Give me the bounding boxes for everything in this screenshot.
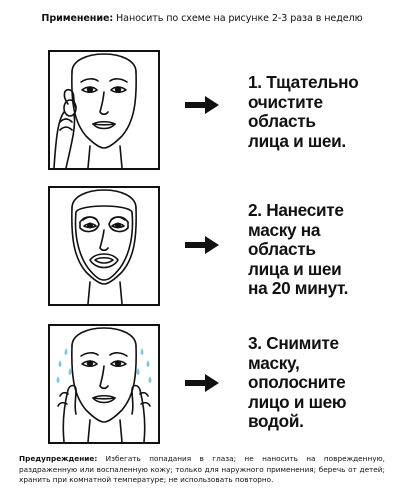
face-illustration-cleanse bbox=[48, 50, 160, 170]
usage-header: Применение: Наносить по схеме на рисунке… bbox=[0, 13, 404, 24]
step-1-line: 1. Тщательно bbox=[248, 72, 359, 92]
usage-text: Наносить по схеме на рисунке 2-3 раза в … bbox=[113, 13, 363, 24]
face-illustration-rinse bbox=[48, 324, 160, 444]
face-illustration-mask bbox=[48, 186, 160, 306]
step-1-text: 1. Тщательно очистите область лица и шеи… bbox=[248, 72, 359, 151]
warning-text: Предупреждение: Избегать попадания в гла… bbox=[19, 454, 385, 486]
step-3-line: ополосните bbox=[248, 372, 346, 392]
water-drops-icon bbox=[56, 348, 152, 383]
usage-label: Применение: bbox=[41, 13, 114, 24]
step-2-text: 2. Нанесите маску на область лица и шеи … bbox=[248, 200, 349, 299]
step-2-line: на 20 минут. bbox=[248, 278, 349, 298]
arrow-right-icon bbox=[185, 96, 219, 114]
step-2-line: лица и шеи bbox=[248, 258, 342, 279]
step-3-line: водой. bbox=[248, 411, 304, 431]
step-2-line: область bbox=[248, 239, 316, 259]
step-1-line: лица и шеи. bbox=[248, 130, 346, 151]
step-2-line: 2. Нанесите bbox=[248, 200, 344, 220]
warning-label: Предупреждение: bbox=[19, 454, 98, 463]
arrow-right-icon bbox=[185, 236, 219, 254]
step-3-line: маску, bbox=[248, 352, 300, 373]
step-2-line: маску на bbox=[248, 219, 321, 240]
step-3-line: лицо и шею bbox=[248, 391, 347, 412]
warning-body: Избегать попадания в глаза; не наносить … bbox=[19, 454, 385, 484]
step-1-line: очистите bbox=[248, 91, 323, 112]
step-1-line: область bbox=[248, 111, 316, 131]
step-3-line: 3. Снимите bbox=[248, 333, 339, 353]
step-3-text: 3. Снимите маску, ополосните лицо и шею … bbox=[248, 333, 347, 432]
arrow-right-icon bbox=[185, 374, 219, 392]
